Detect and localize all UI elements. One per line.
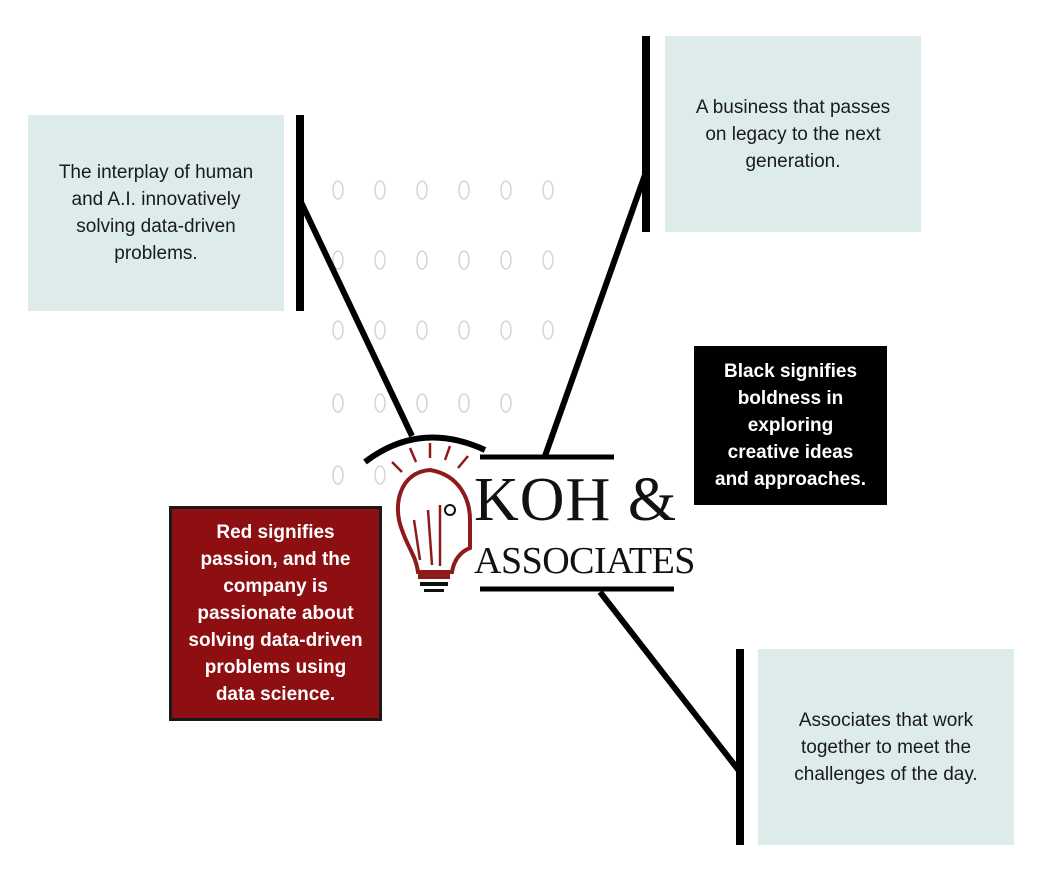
bar-top-left bbox=[296, 115, 304, 311]
dot bbox=[416, 250, 428, 270]
box-black: Black signifies boldness in exploring cr… bbox=[694, 346, 887, 505]
box-red: Red signifies passion, and the company i… bbox=[169, 506, 382, 721]
dot bbox=[332, 250, 344, 270]
logo-line1: KOH & bbox=[474, 466, 678, 534]
dot bbox=[458, 180, 470, 200]
box-top-left-text: The interplay of human and A.I. innovati… bbox=[58, 162, 254, 264]
box-black-text: Black signifies boldness in exploring cr… bbox=[715, 361, 866, 490]
dot bbox=[332, 180, 344, 200]
box-top-left: The interplay of human and A.I. innovati… bbox=[28, 115, 284, 311]
dot bbox=[458, 393, 470, 413]
dot-grid bbox=[332, 180, 554, 485]
dot bbox=[374, 320, 386, 340]
dot bbox=[542, 180, 554, 200]
dot bbox=[332, 393, 344, 413]
dot bbox=[416, 320, 428, 340]
box-bottom-right: Associates that work together to meet th… bbox=[758, 649, 1014, 845]
dot bbox=[374, 250, 386, 270]
connector-top-right bbox=[542, 170, 649, 458]
box-top-right: A business that passes on legacy to the … bbox=[665, 36, 921, 232]
dot bbox=[542, 250, 554, 270]
box-red-text: Red signifies passion, and the company i… bbox=[188, 522, 363, 705]
dot bbox=[374, 465, 386, 485]
connector-bottom-right bbox=[597, 590, 743, 774]
connector-top-left bbox=[297, 198, 415, 438]
bar-bottom-right bbox=[736, 649, 744, 845]
dot bbox=[500, 250, 512, 270]
dot bbox=[500, 393, 512, 413]
dot bbox=[500, 320, 512, 340]
dot bbox=[416, 180, 428, 200]
dot bbox=[332, 465, 344, 485]
dot bbox=[374, 180, 386, 200]
dot bbox=[458, 320, 470, 340]
box-top-right-text: A business that passes on legacy to the … bbox=[695, 97, 891, 172]
dot bbox=[500, 180, 512, 200]
lightbulb-head-icon bbox=[391, 443, 472, 592]
dot bbox=[416, 393, 428, 413]
bar-top-right bbox=[642, 36, 650, 232]
dot bbox=[374, 393, 386, 413]
dot bbox=[458, 250, 470, 270]
logo-line2: ASSOCIATES bbox=[474, 540, 695, 582]
box-bottom-right-text: Associates that work together to meet th… bbox=[794, 709, 978, 785]
dot bbox=[542, 320, 554, 340]
dot bbox=[332, 320, 344, 340]
logo-arc bbox=[363, 434, 487, 465]
